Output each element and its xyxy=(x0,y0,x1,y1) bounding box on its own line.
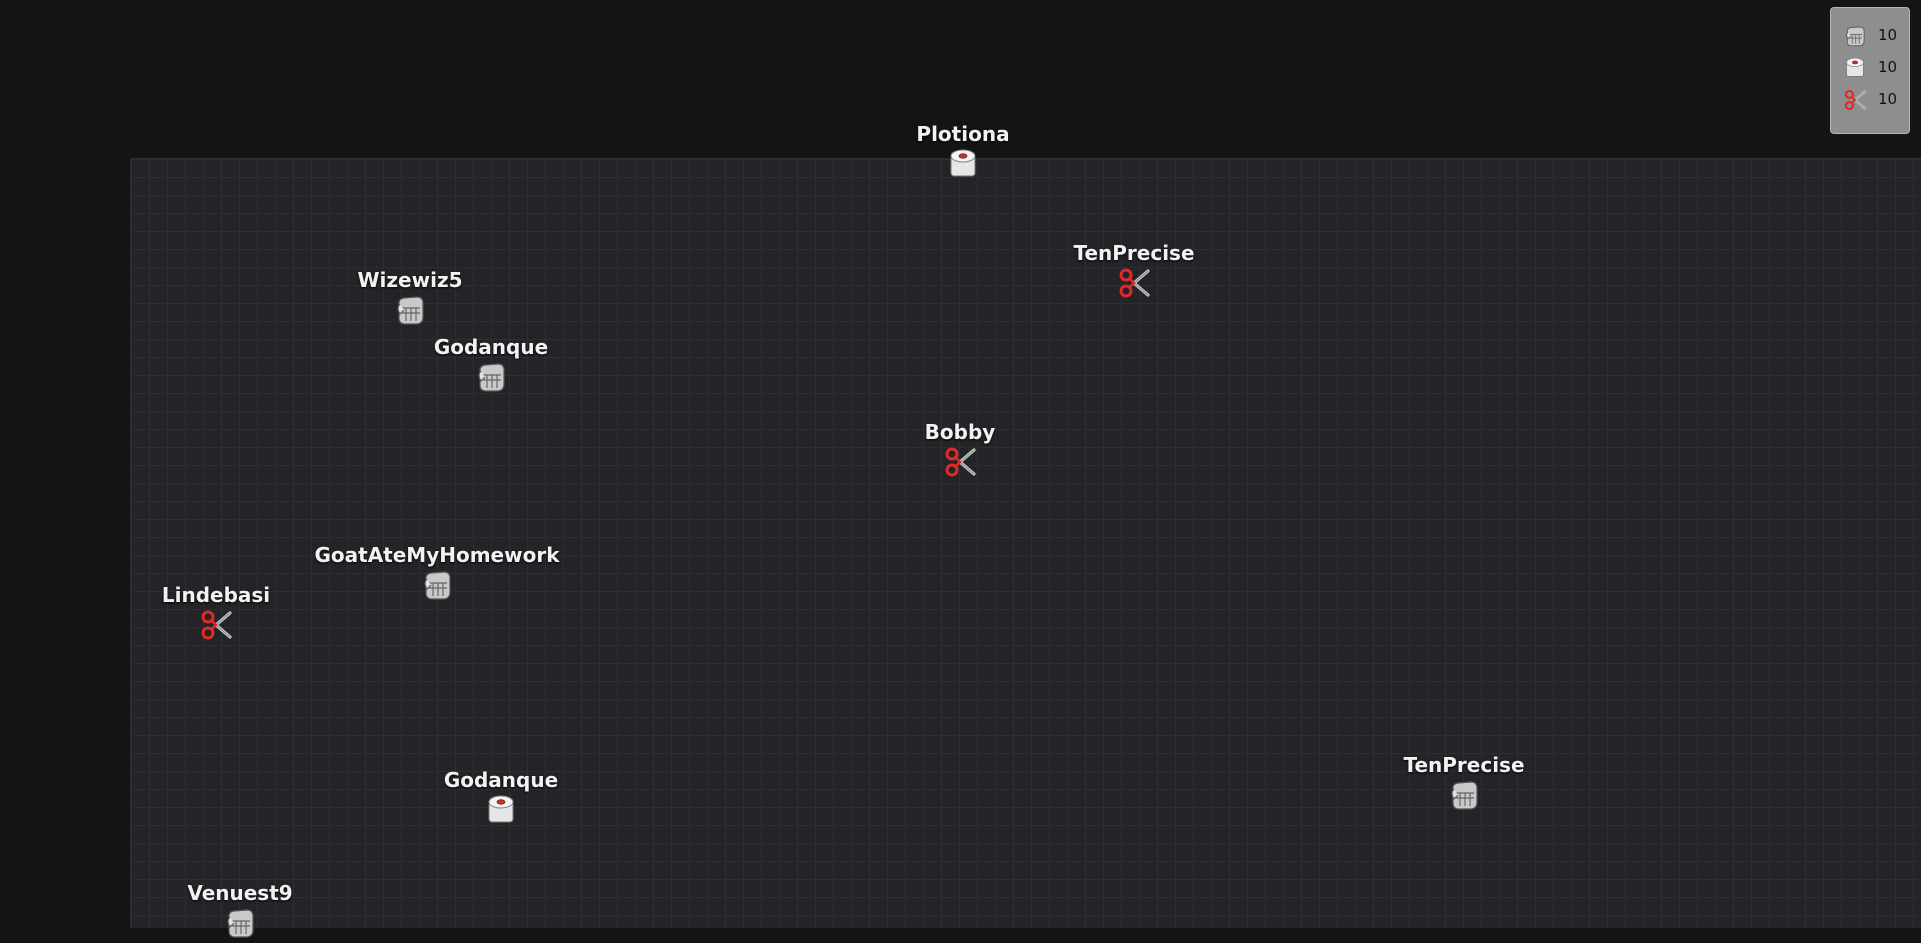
fist-icon xyxy=(417,565,457,605)
toilet-paper-icon xyxy=(1841,54,1869,82)
player-name: Lindebasi xyxy=(161,583,271,607)
scissors-icon xyxy=(1114,263,1154,303)
scissors-icon xyxy=(940,442,980,482)
scissors-icon xyxy=(1841,86,1869,114)
fist-icon xyxy=(1841,22,1869,50)
player-name: Bobby xyxy=(924,420,996,444)
scoreboard-row-scissors: 10 xyxy=(1841,86,1905,114)
player-name: GoatAteMyHomework xyxy=(314,543,560,567)
player-name: Wizewiz5 xyxy=(357,268,463,292)
scissors-icon xyxy=(196,605,236,645)
player-name: TenPrecise xyxy=(1073,241,1195,265)
scoreboard-row-rock: 10 xyxy=(1841,22,1905,50)
scoreboard-row-paper: 10 xyxy=(1841,54,1905,82)
player-name: Godanque xyxy=(433,335,549,359)
paper-count: 10 xyxy=(1878,58,1898,76)
player-name: Plotiona xyxy=(916,122,1010,146)
toilet-paper-icon xyxy=(481,790,521,830)
scissors-count: 10 xyxy=(1878,90,1898,108)
fist-icon xyxy=(390,290,430,330)
fist-icon xyxy=(1444,775,1484,815)
toilet-paper-icon xyxy=(943,144,983,184)
rock-count: 10 xyxy=(1878,26,1898,44)
player-name: Godanque xyxy=(443,768,559,792)
player-name: TenPrecise xyxy=(1403,753,1525,777)
fist-icon xyxy=(220,903,260,943)
player-name: Venuest9 xyxy=(187,881,293,905)
game-arena xyxy=(130,158,1921,928)
fist-icon xyxy=(471,357,511,397)
scoreboard: 10 10 10 xyxy=(1830,7,1910,134)
